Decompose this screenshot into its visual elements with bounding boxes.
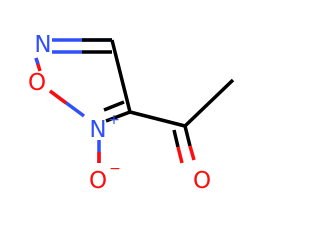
charge-o-oxide: − [109,161,121,177]
bond-ccarbonyl-o [183,125,192,147]
atom-n-oxide: N [89,117,106,143]
bond-c3-noxide [105,110,131,123]
molecule-structure: N O N + O − O [28,32,235,194]
bond-ccarbonyl-o-2 [172,129,180,148]
bond-oring-n1-blue [34,57,40,65]
ring-bonds [34,38,132,123]
charge-n-oxide: + [108,112,120,128]
bond-ccarbonyl-o-2-red [176,146,184,164]
bond-noxide-oring-red [48,89,68,105]
bond-c3-ccarbonyl [129,110,186,128]
atom-n-ring: N [34,32,51,58]
bond-ccarbonyl-ch3 [183,78,235,128]
bond-c2-c3 [110,39,132,113]
atom-o-oxide: O [89,168,107,194]
atom-o-carbonyl: O [193,168,211,194]
bond-ccarbonyl-o-red [188,145,196,161]
acetyl-group [129,78,235,164]
bond-c3-noxide-2 [103,100,125,112]
atom-o-ring: O [28,70,46,96]
